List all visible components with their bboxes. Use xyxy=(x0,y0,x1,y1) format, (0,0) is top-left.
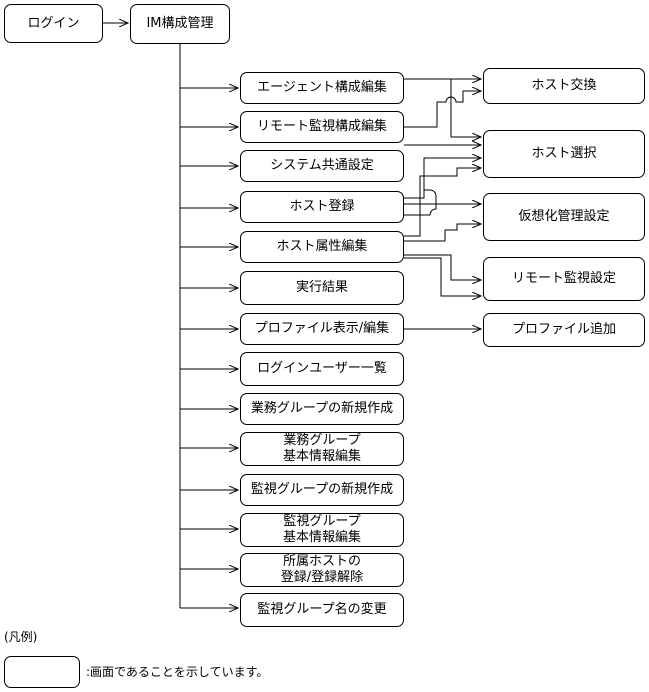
virtualization-management-settings-screen: 仮想化管理設定 xyxy=(483,193,645,241)
agent-config-edit-screen: エージェント構成編集 xyxy=(240,72,404,104)
remote-monitor-settings-screen: リモート監視設定 xyxy=(483,257,645,301)
arrow-agent-to-selection xyxy=(450,79,481,137)
host-selection-screen: ホスト選択 xyxy=(483,130,645,178)
host-registration-screen: ホスト登録 xyxy=(240,191,404,223)
legend-screen-symbol xyxy=(4,656,80,688)
profile-display-edit-screen: プロファイル表示/編集 xyxy=(240,313,404,345)
login-screen: ログイン xyxy=(4,4,103,43)
arrow-attribute-to-virtualization xyxy=(404,224,481,242)
execution-result-screen: 実行結果 xyxy=(240,271,404,305)
login-user-list-screen: ログインユーザー一覧 xyxy=(240,352,404,386)
hop-registration xyxy=(404,189,437,216)
arrow-attribute-to-remote-settings-2 xyxy=(404,257,481,296)
monitoring-group-basic-info-edit-screen: 監視グループ 基本情報編集 xyxy=(240,513,404,547)
profile-add-screen: プロファイル追加 xyxy=(483,313,645,347)
arrow-remote-to-exchange xyxy=(404,91,481,128)
arrow-attribute-to-selection xyxy=(404,168,481,237)
affiliated-host-register-unregister-screen: 所属ホストの 登録/登録解除 xyxy=(240,553,404,587)
legend-title: (凡例) xyxy=(4,630,38,644)
legend-description: :画面であることを示しています。 xyxy=(86,665,269,679)
im-config-management-screen: IM構成管理 xyxy=(130,4,230,44)
monitoring-group-rename-screen: 監視グループ名の変更 xyxy=(240,593,404,627)
new-monitoring-group-screen: 監視グループの新規作成 xyxy=(240,474,404,506)
remote-monitor-config-edit-screen: リモート監視構成編集 xyxy=(240,111,404,143)
new-business-group-screen: 業務グループの新規作成 xyxy=(240,393,404,425)
business-group-basic-info-edit-screen: 業務グループ 基本情報編集 xyxy=(240,432,404,466)
host-attribute-edit-screen: ホスト属性編集 xyxy=(240,231,404,263)
host-exchange-screen: ホスト交換 xyxy=(483,68,645,104)
arrow-registration-to-selection xyxy=(404,158,481,199)
arrow-attribute-to-remote-settings xyxy=(404,254,481,280)
system-common-settings-screen: システム共通設定 xyxy=(240,150,404,182)
